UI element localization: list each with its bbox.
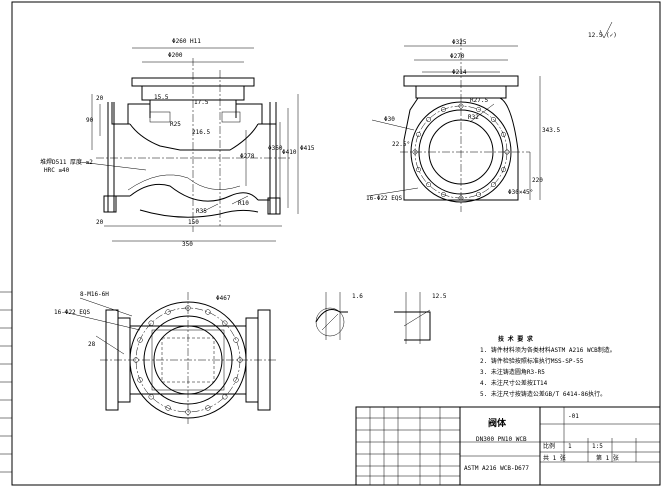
bottom-view (63, 292, 276, 424)
dim-top-span: Φ260 H11 (172, 38, 201, 45)
dim-side-height: 343.5 (542, 127, 560, 134)
dim-side-angle: 22.5° (392, 141, 410, 148)
dim-left-h: 20 (96, 219, 104, 226)
dim-bottom-dia: Φ467 (216, 295, 231, 302)
sheet-of: 共 1 张 (543, 454, 566, 462)
dim-radius1: R25 (170, 121, 181, 128)
technical-notes: 技 术 要 求 1. 铸件材料须为各类材料ASTM A216 WCB制造。 2.… (480, 335, 616, 398)
dim-side-hole-pattern: 16-Φ22 EQS (366, 195, 403, 202)
front-view-labels: Φ260 H11 Φ200 90 20 15.5 17.5 216.5 Φ278… (40, 38, 315, 248)
side-view-bolt-holes (412, 103, 510, 201)
svg-text:(✓): (✓) (606, 32, 617, 39)
detail-view-left: 1.6 (315, 292, 363, 340)
dim-side-lower: 220 (532, 177, 543, 184)
note-4: 4. 未注尺寸公差按IT14 (480, 379, 548, 387)
dim-h1: 90 (86, 117, 94, 124)
dim-flange-small: Φ200 (168, 52, 183, 59)
seat-note: 堆焊D511 厚度 ≥2 (40, 158, 93, 166)
title-block (355, 406, 661, 486)
dim-h4: 17.5 (194, 99, 209, 106)
sheet-suffix: -01 (568, 413, 579, 420)
dim-side-top: Φ325 (452, 39, 467, 46)
front-section-view (79, 47, 299, 242)
dim-side-radius-b: R32 (468, 114, 479, 121)
dim-length: 150 (188, 219, 199, 226)
dim-bore: Φ278 (240, 153, 255, 160)
qty-value: 1 (568, 443, 572, 450)
dim-dia-c: Φ415 (300, 145, 315, 152)
dim-side-mid: Φ270 (450, 53, 465, 60)
detail-right-value: 12.5 (432, 293, 447, 300)
note-2: 2. 铸件检验按照标准执行MSS-SP-55 (480, 357, 584, 365)
side-view (367, 38, 541, 212)
sheet-no: 第 1 张 (596, 454, 619, 462)
part-code: DN300 PN10 WCB (476, 436, 527, 443)
dim-bottom-holes: 16-Φ22 EQS (54, 309, 91, 316)
dim-h2: 20 (96, 95, 104, 102)
title-block-text: 阀体 DN300 PN10 WCB ASTM A216 WCB-D677 -01… (464, 413, 619, 472)
side-view-labels: Φ325 Φ270 Φ214 R27.5 R32 Φ30 22.5° 343.5… (366, 39, 560, 202)
scale-label: 比例 (543, 442, 555, 450)
dim-radius3: R10 (238, 200, 249, 207)
svg-text:12.5: 12.5 (588, 32, 603, 39)
notes-heading: 技 术 要 求 (498, 335, 534, 343)
dim-dia-b: Φ410 (282, 149, 297, 156)
dim-h3: 15.5 (154, 94, 169, 101)
seat-note-hardness: HRC ≥40 (44, 167, 70, 174)
dim-radius2: R35 (196, 208, 207, 215)
dim-side-right: Φ30×45° (508, 189, 533, 196)
detail-left-value: 1.6 (352, 293, 363, 300)
material: ASTM A216 WCB-D677 (464, 465, 529, 472)
note-3: 3. 未注铸造圆角R3-R5 (480, 368, 545, 376)
dim-h5: 216.5 (192, 129, 210, 136)
detail-view-right: 12.5 (394, 292, 447, 344)
dim-bottom-pattern: 8-M16-6H (80, 291, 109, 298)
dim-total-length: 350 (182, 241, 193, 248)
dim-side-radius-a: R27.5 (470, 97, 488, 104)
note-5: 5. 未注尺寸按铸造公差GB/T 6414-86执行。 (480, 390, 606, 398)
bottom-view-labels: 8-M16-6H 16-Φ22 EQS Φ467 28 (54, 291, 231, 348)
scale-value: 1:5 (592, 443, 603, 450)
dim-side-in: Φ214 (452, 69, 467, 76)
part-name: 阀体 (488, 417, 507, 429)
general-roughness-symbol: 12.5 (✓) (588, 21, 617, 39)
dim-bottom-depth: 28 (88, 341, 96, 348)
dim-dia-a: Φ360 (268, 145, 283, 152)
bottom-view-bolt-holes (133, 305, 243, 415)
dim-side-bolt-hole: Φ30 (384, 116, 395, 123)
note-1: 1. 铸件材料须为各类材料ASTM A216 WCB制造。 (480, 346, 616, 354)
